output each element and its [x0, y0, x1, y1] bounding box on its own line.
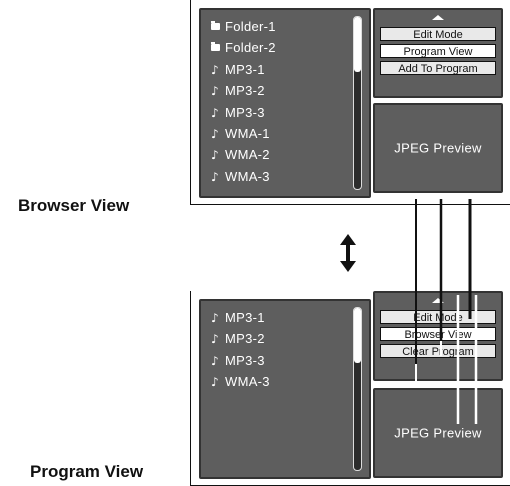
list-item-label: WMA-2: [225, 147, 270, 163]
list-item-label: MP3-3: [225, 104, 265, 120]
double-arrow-vertical-icon: [340, 234, 356, 272]
music-note-icon: ♪: [211, 148, 219, 163]
music-note-icon: ♪: [211, 84, 219, 99]
list-item[interactable]: ♪ WMA-3: [211, 371, 270, 392]
list-item[interactable]: ♪ MP3-2: [211, 80, 276, 101]
arrow-up-icon[interactable]: [432, 15, 444, 20]
list-item-label: MP3-1: [225, 61, 265, 77]
list-item[interactable]: Folder-1: [211, 16, 276, 37]
jpeg-preview-panel: JPEG Preview: [373, 103, 503, 193]
list-item-label: WMA-1: [225, 125, 270, 141]
arrow-up-icon[interactable]: [432, 298, 444, 303]
scrollbar-thumb[interactable]: [354, 308, 361, 363]
file-list-panel: Folder-1 Folder-2 ♪ MP3-1 ♪ MP3-2 ♪ MP3-3 ♪…: [199, 8, 371, 198]
list-item[interactable]: ♪ MP3-1: [211, 59, 276, 80]
list-item-label: Folder-2: [225, 40, 276, 56]
list-item[interactable]: Folder-2: [211, 37, 276, 58]
jpeg-preview-panel: JPEG Preview: [373, 388, 503, 478]
list-item[interactable]: ♪ MP3-2: [211, 328, 270, 349]
music-note-icon: ♪: [211, 126, 219, 141]
browser-view-caption: Browser View: [18, 196, 130, 215]
scrollbar[interactable]: [353, 307, 362, 471]
menu-panel: Edit Mode Browser View Clear Program: [373, 291, 503, 381]
file-list: Folder-1 Folder-2 ♪ MP3-1 ♪ MP3-2 ♪ MP3-3 ♪…: [211, 16, 276, 187]
list-item[interactable]: ♪ MP3-3: [211, 102, 276, 123]
folder-icon: [211, 21, 220, 30]
list-item-label: MP3-3: [225, 352, 265, 368]
edit-mode-button[interactable]: Edit Mode: [380, 310, 496, 324]
scrollbar-thumb[interactable]: [354, 17, 361, 72]
music-note-icon: ♪: [211, 353, 219, 368]
list-item[interactable]: ♪ WMA-3: [211, 166, 276, 187]
list-item-label: MP3-1: [225, 310, 265, 325]
program-list-panel: ♪ MP3-1 ♪ MP3-2 ♪ MP3-3 ♪ WMA-3: [199, 299, 371, 479]
add-to-program-button[interactable]: Add To Program: [380, 61, 496, 75]
program-view-button[interactable]: Program View: [380, 44, 496, 58]
list-item-label: WMA-3: [225, 374, 270, 390]
folder-icon: [211, 42, 220, 52]
music-note-icon: ♪: [211, 311, 219, 325]
music-note-icon: ♪: [211, 105, 219, 120]
scrollbar[interactable]: [353, 16, 362, 190]
list-item[interactable]: ♪ MP3-1: [211, 307, 270, 328]
list-item[interactable]: ♪ MP3-3: [211, 350, 270, 371]
music-note-icon: ♪: [211, 169, 219, 184]
list-item-label: WMA-3: [225, 168, 270, 184]
music-note-icon: ♪: [211, 375, 219, 390]
jpeg-preview-label: JPEG Preview: [394, 140, 482, 156]
list-item-label: MP3-2: [225, 83, 265, 99]
menu-panel: Edit Mode Program View Add To Program: [373, 8, 503, 98]
program-view-caption: Program View: [30, 462, 144, 481]
list-item-label: Folder-1: [225, 19, 276, 34]
program-list: ♪ MP3-1 ♪ MP3-2 ♪ MP3-3 ♪ WMA-3: [211, 307, 270, 393]
browser-view-button[interactable]: Browser View: [380, 327, 496, 341]
edit-mode-button[interactable]: Edit Mode: [380, 27, 496, 41]
browser-view-screen: Folder-1 Folder-2 ♪ MP3-1 ♪ MP3-2 ♪ MP3-3 ♪…: [190, 0, 510, 205]
program-view-screen: ♪ MP3-1 ♪ MP3-2 ♪ MP3-3 ♪ WMA-3 Edit Mode Br…: [190, 291, 510, 486]
list-item[interactable]: ♪ WMA-2: [211, 144, 276, 165]
jpeg-preview-label: JPEG Preview: [394, 425, 482, 441]
list-item[interactable]: ♪ WMA-1: [211, 123, 276, 144]
clear-program-button[interactable]: Clear Program: [380, 344, 496, 358]
music-note-icon: ♪: [211, 62, 219, 77]
list-item-label: MP3-2: [225, 331, 265, 347]
music-note-icon: ♪: [211, 332, 219, 347]
